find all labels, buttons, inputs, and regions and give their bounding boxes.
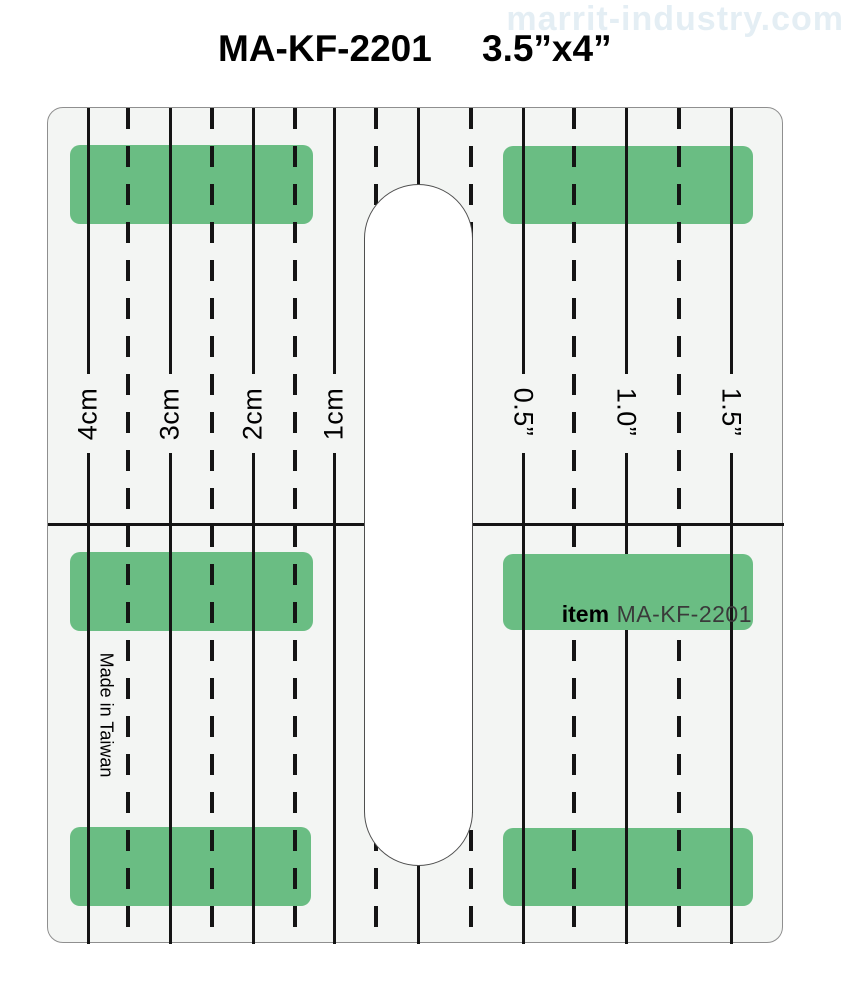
measurement-line-0.5” <box>521 453 525 944</box>
measurement-line-1.5” <box>729 453 733 944</box>
measurement-line-1.0” <box>624 108 628 374</box>
inch-label: 0.5” <box>508 387 539 437</box>
cm-label: 2cm <box>237 387 268 441</box>
dashed-line <box>293 108 297 944</box>
green-patch-top-left <box>70 145 313 224</box>
measurement-line-0.5” <box>521 108 525 374</box>
measurement-line-3cm <box>168 108 172 374</box>
measurement-line-2cm <box>251 453 255 944</box>
measurement-line-1.5” <box>729 108 733 374</box>
product-size-title: 3.5”x4” <box>482 28 612 69</box>
cm-label: 3cm <box>154 387 185 441</box>
measurement-line-1cm <box>332 453 336 944</box>
watermark: marrit-industry.com <box>506 0 844 38</box>
measurement-line-2cm <box>251 108 255 374</box>
solid-line-overlay <box>729 554 733 630</box>
made-in-taiwan-label: Made in Taiwan <box>96 652 117 778</box>
cm-label: 1cm <box>318 387 349 441</box>
inch-label: 1.0” <box>611 387 642 437</box>
item-label-prefix: item <box>561 601 610 627</box>
green-patch-bottom-right <box>503 828 753 906</box>
green-patch-top-right <box>503 146 753 224</box>
dashed-line <box>126 108 130 944</box>
dashed-line <box>572 108 576 944</box>
product-model-title: MA-KF-2201 <box>218 28 432 69</box>
green-patch-middle-left <box>70 552 313 631</box>
measurement-line-4cm <box>86 108 90 374</box>
measurement-line-1cm <box>332 108 336 374</box>
measurement-line-4cm <box>86 453 90 944</box>
center-slot <box>364 184 473 866</box>
measurement-line-1.0” <box>624 453 628 944</box>
green-patch-bottom-left <box>70 827 311 906</box>
item-label-value: MA-KF-2201 <box>616 601 752 627</box>
dashed-line <box>677 108 681 944</box>
inch-label: 1.5” <box>716 387 747 437</box>
cm-label: 4cm <box>72 387 103 441</box>
solid-line-overlay <box>521 554 525 630</box>
dashed-line <box>210 108 214 944</box>
measurement-line-3cm <box>168 453 172 944</box>
